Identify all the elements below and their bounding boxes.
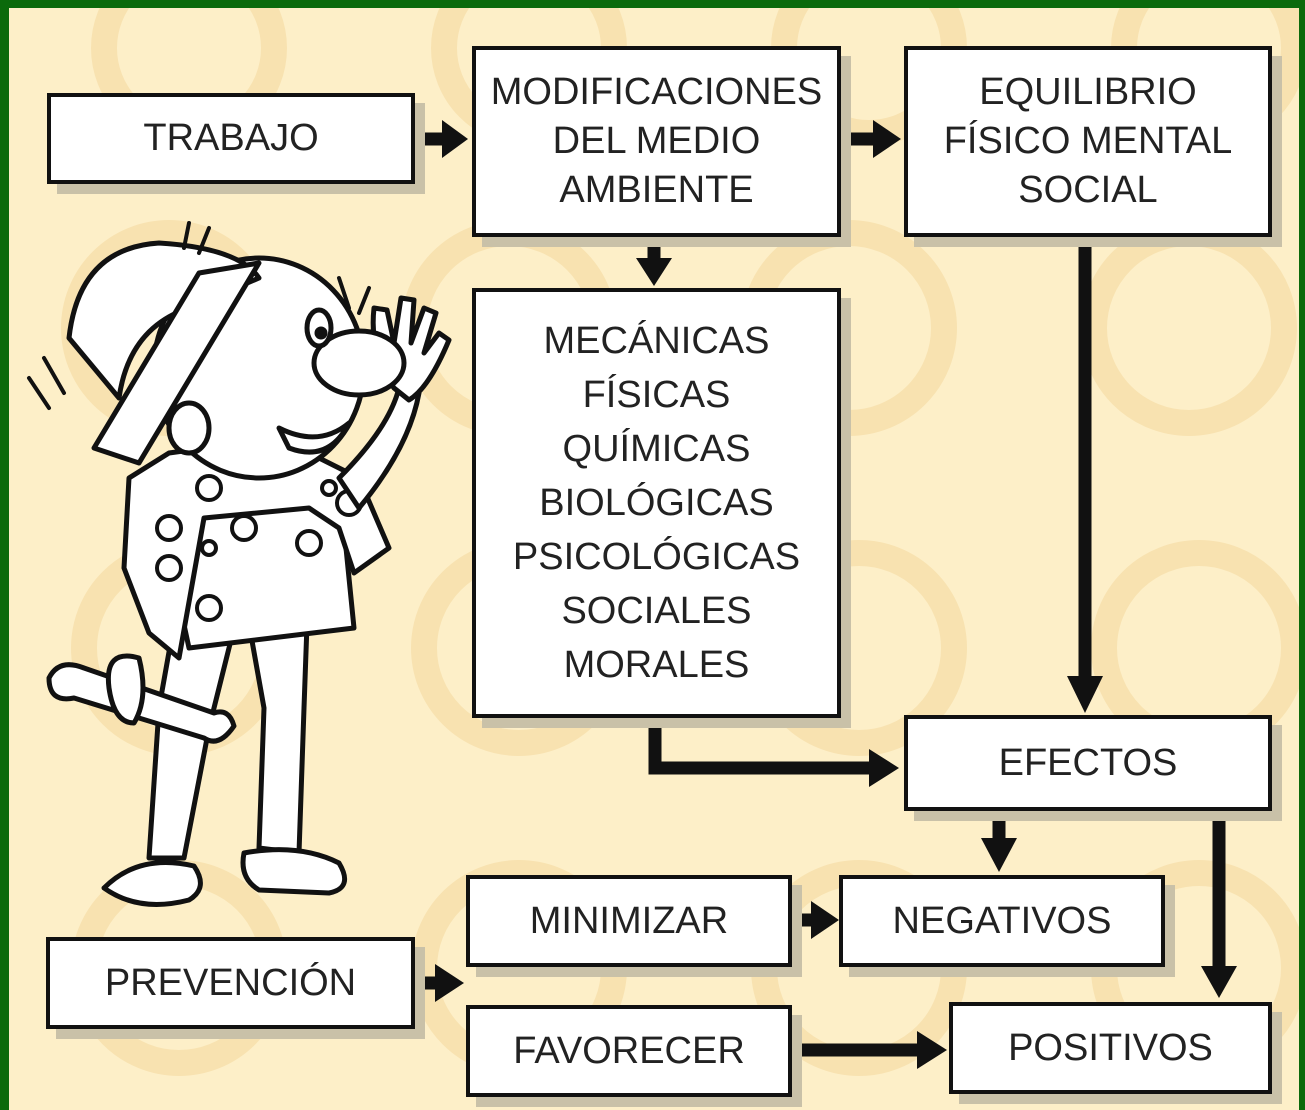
node-favorecer: FAVORECER [466,1005,792,1097]
node-equilibrio: EQUILIBRIO FÍSICO MENTAL SOCIAL [904,46,1272,237]
node-factores: MECÁNICAS FÍSICAS QUÍMICAS BIOLÓGICAS PS… [472,288,841,718]
arrowhead [435,964,464,1002]
node-modificaciones-line: AMBIENTE [559,169,754,211]
node-minimizar-label: MINIMIZAR [529,899,729,942]
node-trabajo-label: TRABAJO [143,117,319,159]
arrowhead [636,258,672,286]
arrowhead [811,901,839,939]
factor-item: FÍSICAS [582,374,731,416]
node-modificaciones-line: MODIFICACIONES [490,71,823,113]
factor-item: MECÁNICAS [543,320,770,362]
arrowhead [869,749,899,787]
arrowhead [873,120,901,158]
node-prevencion-label: PREVENCIÓN [104,961,357,1004]
arrowhead [981,838,1017,872]
arrow-factores-to-efectos [648,714,873,775]
arrowhead [917,1031,947,1069]
node-efectos-label: EFECTOS [998,741,1178,784]
factor-item: SOCIALES [561,590,752,632]
node-negativos-label: NEGATIVOS [892,899,1112,942]
node-equilibrio-line: EQUILIBRIO [979,71,1197,113]
node-negativos: NEGATIVOS [839,875,1165,967]
node-efectos: EFECTOS [904,715,1272,811]
diagram-canvas: TRABAJO MODIFICACIONES DEL MEDIO AMBIENT… [9,8,1299,1110]
node-equilibrio-line: FÍSICO MENTAL [943,120,1233,162]
arrowhead [1067,676,1103,713]
node-minimizar: MINIMIZAR [466,875,792,967]
node-trabajo: TRABAJO [47,93,415,184]
factor-item: QUÍMICAS [562,428,751,470]
node-equilibrio-line: SOCIAL [1018,169,1158,211]
arrowhead [442,120,468,158]
node-positivos-label: POSITIVOS [1008,1026,1213,1069]
node-prevencion: PREVENCIÓN [46,937,415,1029]
worker-illustration [27,221,452,907]
factor-item: PSICOLÓGICAS [512,536,801,578]
node-favorecer-label: FAVORECER [513,1029,745,1072]
factor-item: MORALES [563,644,750,686]
node-positivos: POSITIVOS [949,1002,1272,1094]
factor-item: BIOLÓGICAS [539,482,774,524]
node-modificaciones-line: DEL MEDIO [552,120,761,162]
node-modificaciones: MODIFICACIONES DEL MEDIO AMBIENTE [472,46,841,237]
connector-layer [412,120,1237,1069]
arrowhead [1201,966,1237,998]
